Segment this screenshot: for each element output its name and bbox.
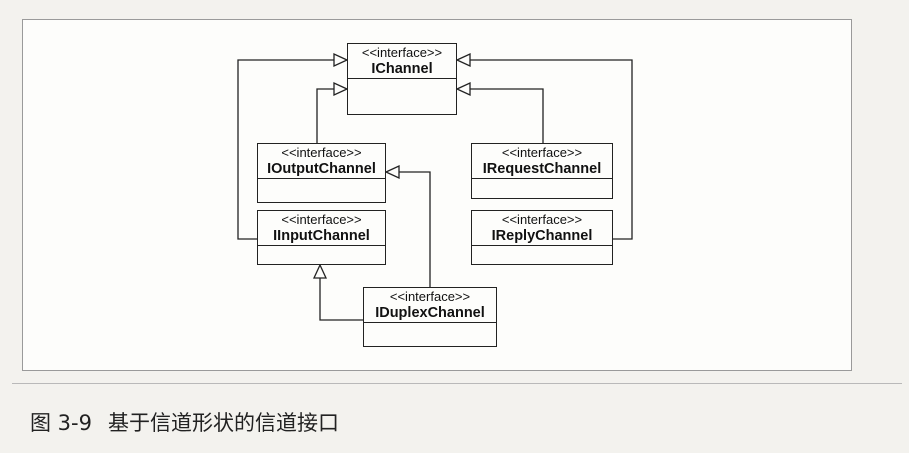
attributes-compartment — [258, 179, 385, 192]
class-name-ioutputchannel: IOutputChannel — [267, 161, 376, 177]
class-box-iinputchannel: <<interface>> IInputChannel — [257, 210, 386, 265]
figure-number: 图 3-9 — [30, 411, 92, 435]
class-name-iduplexchannel: IDuplexChannel — [375, 305, 485, 321]
arrowhead-ichannel-right-bottom — [455, 81, 471, 97]
edge-request-to-ichannel — [470, 88, 544, 143]
class-box-iduplexchannel: <<interface>> IDuplexChannel — [363, 287, 497, 347]
attributes-compartment — [348, 79, 456, 92]
edge-reply-to-ichannel — [470, 59, 633, 240]
class-name-iinputchannel: IInputChannel — [273, 228, 370, 244]
edge-output-to-ichannel — [316, 88, 334, 143]
attributes-compartment — [472, 179, 612, 192]
class-name-irequestchannel: IRequestChannel — [482, 161, 602, 177]
edge-input-to-ichannel — [237, 59, 334, 240]
figure-title: 基于信道形状的信道接口 — [107, 411, 339, 435]
caption-divider — [12, 383, 902, 384]
class-name-ichannel: IChannel — [371, 61, 433, 77]
edge-duplex-to-output — [399, 171, 431, 287]
arrowhead-ichannel-right-top — [455, 52, 471, 68]
attributes-compartment — [258, 246, 385, 259]
figure-caption: 图 3-9 基于信道形状的信道接口 — [30, 407, 339, 437]
stereotype-label: <<interface>> — [501, 145, 583, 160]
class-name-ireplychannel: IReplyChannel — [491, 228, 593, 244]
class-box-ioutputchannel: <<interface>> IOutputChannel — [257, 143, 386, 203]
attributes-compartment — [472, 246, 612, 259]
arrowhead-ioutput — [384, 164, 400, 180]
arrowhead-iinput — [312, 263, 328, 279]
stereotype-label: <<interface>> — [281, 212, 362, 227]
edge-duplex-to-input — [319, 278, 363, 321]
class-box-ireplychannel: <<interface>> IReplyChannel — [471, 210, 613, 265]
stereotype-label: <<interface>> — [281, 145, 362, 160]
stereotype-label: <<interface>> — [361, 45, 443, 60]
arrowhead-ichannel-left-top — [333, 52, 349, 68]
class-box-irequestchannel: <<interface>> IRequestChannel — [471, 143, 613, 199]
class-box-ichannel: <<interface>> IChannel — [347, 43, 457, 115]
stereotype-label: <<interface>> — [389, 289, 471, 304]
attributes-compartment — [364, 323, 496, 336]
arrowhead-ichannel-left-bottom — [333, 81, 349, 97]
stereotype-label: <<interface>> — [501, 212, 583, 227]
